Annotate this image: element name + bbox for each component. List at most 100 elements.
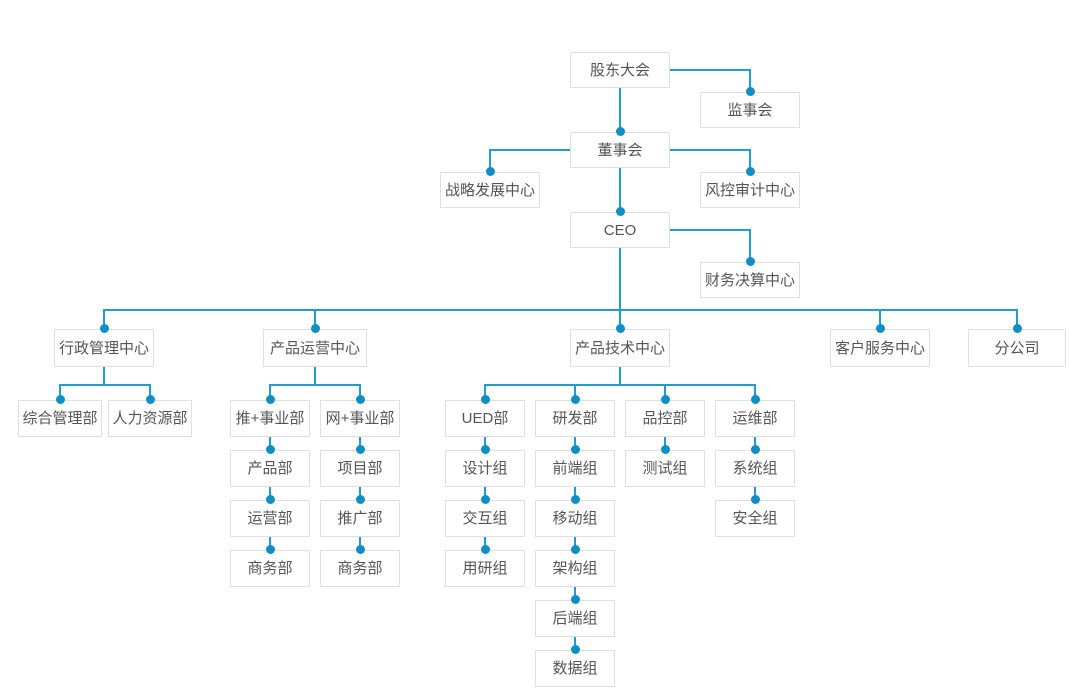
- org-node-admin-center: 行政管理中心: [54, 329, 154, 367]
- org-node-security-group: 安全组: [715, 500, 795, 537]
- org-node-frontend-group: 前端组: [535, 450, 615, 487]
- connector-line: [59, 384, 151, 386]
- org-node-supervisory-board: 监事会: [700, 92, 800, 128]
- connector-line: [484, 384, 756, 386]
- connector-line: [489, 149, 491, 173]
- connector-dot: [480, 494, 490, 504]
- org-node-risk-audit-center: 风控审计中心: [700, 172, 800, 208]
- connector-dot: [570, 644, 580, 654]
- org-node-ceo: CEO: [570, 212, 670, 248]
- connector-line: [269, 384, 361, 386]
- connector-line: [669, 149, 751, 151]
- org-node-system-group: 系统组: [715, 450, 795, 487]
- connector-line: [619, 247, 621, 311]
- org-node-product-dept: 产品部: [230, 450, 310, 487]
- connector-dot: [745, 256, 755, 266]
- connector-line: [359, 536, 361, 551]
- connector-dot: [480, 444, 490, 454]
- connector-line: [103, 309, 105, 330]
- connector-line: [754, 486, 756, 501]
- org-node-strategy-center: 战略发展中心: [440, 172, 540, 208]
- connector-line: [484, 436, 486, 451]
- org-node-service-center: 客户服务中心: [830, 329, 930, 367]
- connector-dot: [615, 126, 625, 136]
- org-node-promotion-dept: 推广部: [320, 500, 400, 537]
- org-node-ops-center: 产品运营中心: [263, 329, 367, 367]
- org-node-data-group: 数据组: [535, 650, 615, 687]
- connector-line: [359, 436, 361, 451]
- connector-line: [749, 229, 751, 263]
- org-node-interaction-group: 交互组: [445, 500, 525, 537]
- connector-dot: [750, 444, 760, 454]
- connector-line: [269, 384, 271, 401]
- org-node-backend-group: 后端组: [535, 600, 615, 637]
- connector-dot: [310, 323, 320, 333]
- connector-line: [669, 69, 751, 71]
- connector-dot: [265, 544, 275, 554]
- connector-dot: [145, 394, 155, 404]
- connector-dot: [485, 166, 495, 176]
- connector-dot: [355, 494, 365, 504]
- connector-line: [574, 436, 576, 451]
- connector-dot: [99, 323, 109, 333]
- connector-line: [664, 384, 666, 401]
- connector-line: [619, 309, 621, 330]
- org-node-business-dept-tui: 商务部: [230, 550, 310, 587]
- org-node-finance-center: 财务决算中心: [700, 262, 800, 298]
- connector-line: [754, 436, 756, 451]
- org-node-architecture-group: 架构组: [535, 550, 615, 587]
- connector-line: [669, 229, 751, 231]
- connector-dot: [355, 444, 365, 454]
- org-node-tui-division: 推+事业部: [230, 400, 310, 437]
- connector-line: [1016, 309, 1018, 330]
- connector-dot: [615, 323, 625, 333]
- connector-line: [103, 309, 1018, 311]
- connector-line: [484, 384, 486, 401]
- connector-dot: [480, 394, 490, 404]
- connector-dot: [660, 394, 670, 404]
- org-node-om-dept: 运维部: [715, 400, 795, 437]
- org-node-board-of-directors: 董事会: [570, 132, 670, 168]
- org-node-ued-dept: UED部: [445, 400, 525, 437]
- org-node-testing-group: 测试组: [625, 450, 705, 487]
- connector-line: [484, 536, 486, 551]
- org-node-qc-dept: 品控部: [625, 400, 705, 437]
- connector-line: [749, 149, 751, 173]
- connector-dot: [745, 166, 755, 176]
- org-node-hr-dept: 人力资源部: [108, 400, 192, 437]
- org-node-shareholders-meeting: 股东大会: [570, 52, 670, 88]
- connector-dot: [660, 444, 670, 454]
- connector-dot: [570, 544, 580, 554]
- connector-dot: [875, 323, 885, 333]
- connector-dot: [265, 394, 275, 404]
- connector-line: [484, 486, 486, 501]
- connector-dot: [570, 444, 580, 454]
- org-node-user-research-group: 用研组: [445, 550, 525, 587]
- org-node-tech-center: 产品技术中心: [570, 329, 670, 367]
- connector-line: [574, 636, 576, 651]
- connector-line: [664, 436, 666, 451]
- connector-line: [574, 486, 576, 501]
- connector-line: [754, 384, 756, 401]
- org-node-branch-company: 分公司: [968, 329, 1066, 367]
- org-node-operations-dept: 运营部: [230, 500, 310, 537]
- connector-line: [269, 486, 271, 501]
- org-node-design-group: 设计组: [445, 450, 525, 487]
- connector-line: [103, 366, 105, 386]
- connector-line: [59, 384, 61, 401]
- connector-dot: [55, 394, 65, 404]
- connector-line: [269, 436, 271, 451]
- connector-line: [149, 384, 151, 401]
- connector-dot: [355, 544, 365, 554]
- connector-dot: [480, 544, 490, 554]
- connector-dot: [570, 594, 580, 604]
- connector-line: [749, 69, 751, 93]
- connector-line: [269, 536, 271, 551]
- org-node-mobile-group: 移动组: [535, 500, 615, 537]
- org-node-business-dept-wang: 商务部: [320, 550, 400, 587]
- connector-line: [574, 384, 576, 401]
- connector-dot: [745, 86, 755, 96]
- org-node-general-mgmt-dept: 综合管理部: [18, 400, 102, 437]
- connector-dot: [265, 444, 275, 454]
- org-node-wang-division: 网+事业部: [320, 400, 400, 437]
